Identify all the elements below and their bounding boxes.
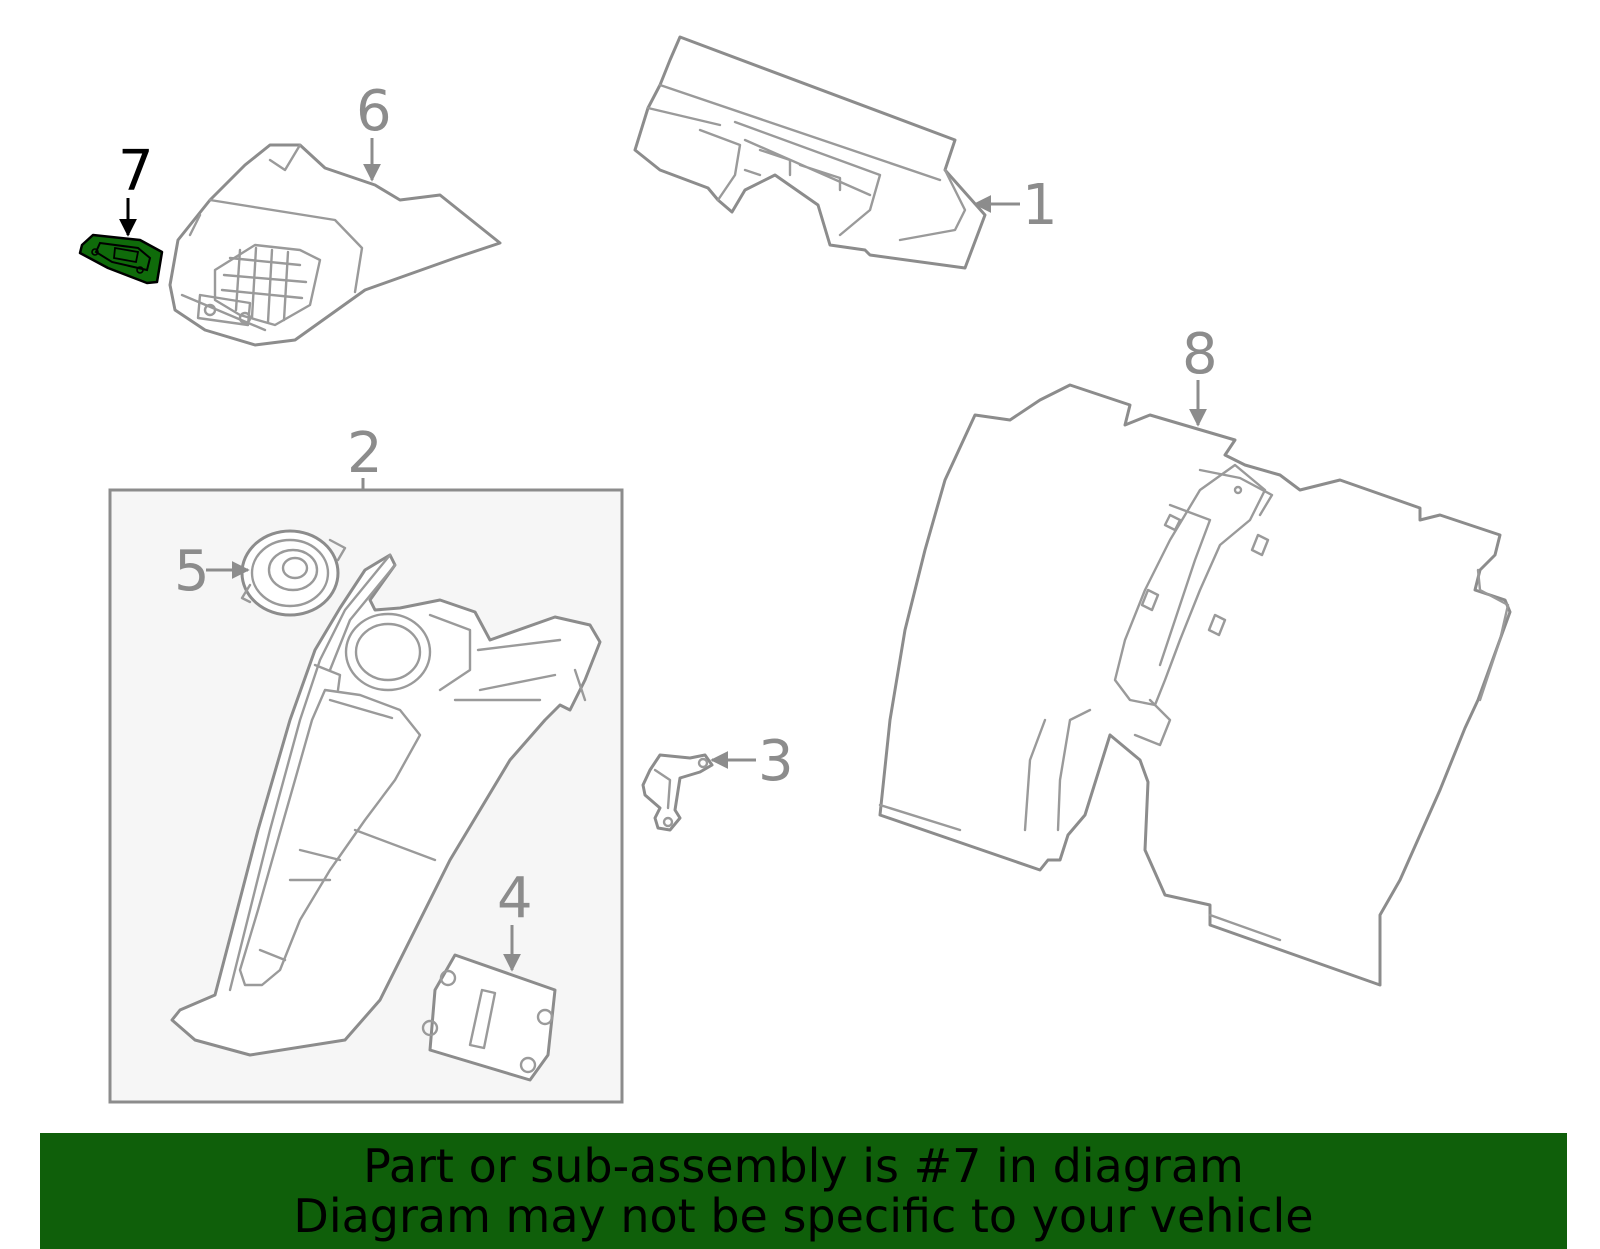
callout-6: 6 <box>356 79 392 182</box>
callout-2: 2 <box>347 421 383 490</box>
callout-8: 8 <box>1182 322 1218 427</box>
part-3-bracket[interactable] <box>641 753 714 832</box>
callout-3: 3 <box>710 729 794 794</box>
info-banner: Part or sub-assembly is #7 in diagram Di… <box>40 1133 1567 1249</box>
callout-7: 7 <box>118 139 154 237</box>
part-4-module[interactable] <box>421 953 557 1082</box>
svg-text:8: 8 <box>1182 322 1218 387</box>
part-2-console[interactable] <box>170 553 602 1057</box>
banner-line-2: Diagram may not be specific to your vehi… <box>293 1189 1314 1243</box>
callout-4: 4 <box>497 866 533 972</box>
svg-text:5: 5 <box>174 539 210 604</box>
svg-text:3: 3 <box>758 729 794 794</box>
part-6-trim-bezel[interactable] <box>168 143 502 347</box>
part-1-upper-panel[interactable] <box>633 35 987 270</box>
callout-1: 1 <box>973 173 1058 238</box>
parts-diagram: 1 6 7 2 <box>78 35 1512 1104</box>
svg-text:7: 7 <box>118 139 154 204</box>
svg-text:1: 1 <box>1022 173 1058 238</box>
part-7-highlighted[interactable] <box>78 233 164 285</box>
callout-5: 5 <box>174 539 250 604</box>
banner-line-1: Part or sub-assembly is #7 in diagram <box>363 1139 1244 1193</box>
part-8-panel[interactable] <box>878 383 1512 987</box>
svg-text:6: 6 <box>356 79 392 144</box>
svg-text:2: 2 <box>347 421 383 486</box>
svg-text:4: 4 <box>497 866 533 931</box>
